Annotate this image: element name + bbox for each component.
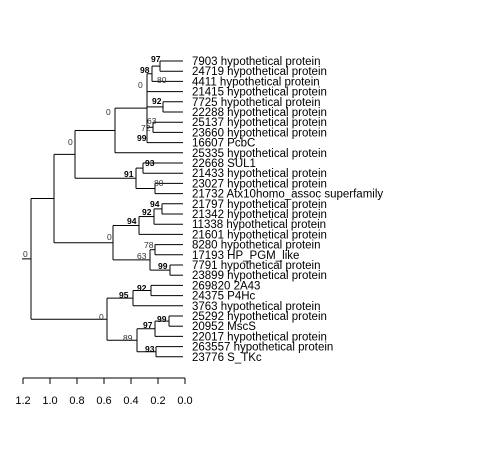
- bootstrap-value: 92: [137, 283, 147, 293]
- leaf-label: 7903 hypothetical protein: [192, 56, 321, 68]
- bootstrap-value: 0: [68, 137, 73, 147]
- leaf-label: 8280 hypothetical protein: [192, 240, 321, 252]
- bootstrap-value: 80: [157, 75, 167, 85]
- scale-tick-label: 0.6: [96, 395, 111, 407]
- bootstrap-value: 0: [23, 249, 28, 259]
- bootstrap-value: 63: [147, 116, 157, 126]
- bootstrap-value: 97: [151, 54, 161, 64]
- bootstrap-value: 0: [99, 312, 104, 322]
- bootstrap-value: 95: [119, 290, 129, 300]
- bootstrap-value: 80: [154, 178, 164, 188]
- bootstrap-value: 0: [106, 107, 111, 117]
- leaf-label: 24375 P4Hc: [192, 291, 256, 303]
- bootstrap-labels: 9798800926372990093809194929478639900929…: [23, 54, 168, 354]
- leaf-label: 21415 hypothetical protein: [192, 87, 327, 99]
- bootstrap-value: 91: [124, 169, 134, 179]
- leaf-label: 25292 hypothetical protein: [192, 311, 327, 323]
- bootstrap-value: 92: [152, 96, 162, 106]
- leaf-label: 16607 PcbC: [192, 138, 255, 150]
- scale-axis: 1.2 1.0 0.8 0.6 0.4 0.2 0.0: [15, 377, 193, 407]
- leaf-label: 24719 hypothetical protein: [192, 66, 327, 78]
- scale-tick-label: 1.0: [42, 395, 57, 407]
- bootstrap-value: 93: [145, 344, 155, 354]
- bootstrap-value: 94: [127, 216, 137, 226]
- leaf-label: 269820 2A43: [192, 280, 260, 292]
- leaf-label: 25335 hypothetical protein: [192, 148, 327, 160]
- bootstrap-value: 72: [141, 123, 151, 133]
- leaf-label: 21732 Atx10homo_assoc superfamily: [192, 189, 383, 201]
- leaf-label: 22668 SUL1: [192, 158, 256, 170]
- leaf-label: 25137 hypothetical protein: [192, 117, 327, 129]
- bootstrap-value: 89: [123, 333, 133, 343]
- bootstrap-value: 94: [150, 199, 160, 209]
- leaf-label: 22017 hypothetical protein: [192, 331, 327, 343]
- leaf-label: 7725 hypothetical protein: [192, 97, 321, 109]
- scale-tick-label: 0.4: [123, 395, 138, 407]
- leaf-label: 21601 hypothetical protein: [192, 229, 327, 241]
- tree-branches: [22, 60, 183, 358]
- bootstrap-value: 97: [143, 320, 153, 330]
- leaf-label: 7791 hypothetical protein: [192, 260, 321, 272]
- bootstrap-value: 98: [140, 65, 150, 75]
- leaf-label: 4411 hypothetical protein: [192, 76, 320, 88]
- bootstrap-value: 99: [157, 314, 167, 324]
- leaf-label: 263557 hypothetical protein: [192, 342, 333, 354]
- leaf-label: 17193 HP_PGM_like: [192, 250, 299, 262]
- bootstrap-value: 92: [142, 207, 152, 217]
- leaf-label: 3763 hypothetical protein: [192, 301, 321, 313]
- leaf-label: 21797 hypothetical protein: [192, 199, 327, 211]
- bootstrap-value: 93: [145, 158, 155, 168]
- bootstrap-value: 78: [144, 240, 154, 250]
- scale-tick-label: 0.8: [69, 395, 84, 407]
- bootstrap-value: 99: [137, 133, 147, 143]
- scale-tick-label: 0.0: [177, 395, 192, 407]
- leaf-label: 11338 hypothetical protein: [192, 219, 326, 231]
- leaf-label: 23776 S_TKc: [192, 352, 262, 364]
- scale-tick-label: 0.2: [150, 395, 165, 407]
- scale-tick-label: 1.2: [15, 395, 30, 407]
- leaf-label: 21433 hypothetical protein: [192, 168, 327, 180]
- bootstrap-value: 63: [137, 251, 147, 261]
- leaf-label: 22288 hypothetical protein: [192, 107, 327, 119]
- leaf-label: 23899 hypothetical protein: [192, 270, 327, 282]
- leaf-label: 23027 hypothetical protein: [192, 178, 327, 190]
- bootstrap-value: 0: [107, 232, 112, 242]
- leaf-label: 23660 hypothetical protein: [192, 127, 327, 139]
- leaf-label: 20952 MscS: [192, 321, 256, 333]
- leaf-label: 21342 hypothetical protein: [192, 209, 327, 221]
- bootstrap-value: 99: [158, 261, 168, 271]
- bootstrap-value: 0: [138, 80, 143, 90]
